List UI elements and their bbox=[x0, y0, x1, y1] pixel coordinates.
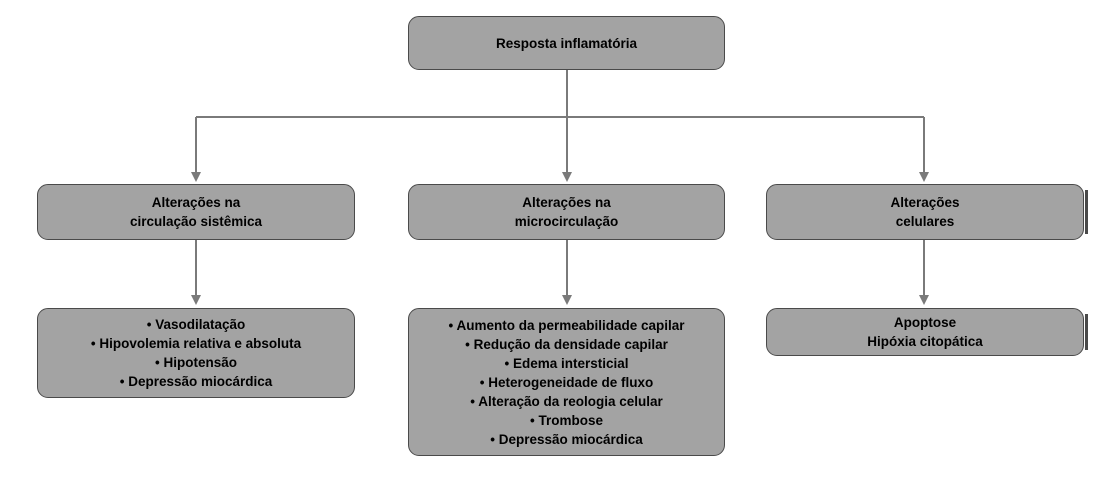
systemic-title-line-1: Alterações na bbox=[151, 195, 241, 210]
micro-detail-item: • Trombose bbox=[530, 412, 603, 428]
systemic-title-line-2: circulação sistêmica bbox=[129, 214, 263, 229]
micro-detail-item: • Alteração da reologia celular bbox=[470, 393, 663, 409]
micro-detail-item: • Redução da densidade capilar bbox=[465, 336, 668, 352]
cellular-detail-item: Apoptose bbox=[893, 315, 957, 330]
cropped-box-edge bbox=[1085, 190, 1088, 234]
cellular-detail-item: Hipóxia citopática bbox=[867, 334, 983, 349]
cellular-title-line-1: Alterações bbox=[890, 195, 960, 210]
micro-title-line-1: Alterações na bbox=[522, 195, 611, 210]
cellular-title-line-2: celulares bbox=[895, 214, 955, 229]
root-label: Resposta inflamatória bbox=[495, 35, 638, 51]
micro-title-line-2: microcirculação bbox=[514, 214, 619, 229]
micro-detail-item: • Aumento da permeabilidade capilar bbox=[448, 317, 685, 333]
micro-detail-item: • Edema intersticial bbox=[504, 355, 629, 371]
micro-detail-item: • Heterogeneidade de fluxo bbox=[479, 374, 654, 390]
systemic-detail-item: • Hipotensão bbox=[155, 355, 237, 370]
cellular-box: Alterações celulares bbox=[766, 184, 1084, 240]
systemic-detail-item: • Vasodilatação bbox=[146, 317, 246, 332]
micro-details-box: • Aumento da permeabilidade capilar • Re… bbox=[408, 308, 725, 456]
microcirculation-box: Alterações na microcirculação bbox=[408, 184, 725, 240]
systemic-detail-item: • Depressão miocárdica bbox=[119, 374, 273, 389]
systemic-detail-item: • Hipovolemia relativa e absoluta bbox=[90, 336, 302, 351]
root-box: Resposta inflamatória bbox=[408, 16, 725, 70]
cellular-details-box: Apoptose Hipóxia citopática bbox=[766, 308, 1084, 356]
systemic-circulation-box: Alterações na circulação sistêmica bbox=[37, 184, 355, 240]
micro-detail-item: • Depressão miocárdica bbox=[490, 431, 643, 447]
systemic-details-box: • Vasodilatação • Hipovolemia relativa e… bbox=[37, 308, 355, 398]
cropped-box-edge bbox=[1085, 314, 1088, 350]
